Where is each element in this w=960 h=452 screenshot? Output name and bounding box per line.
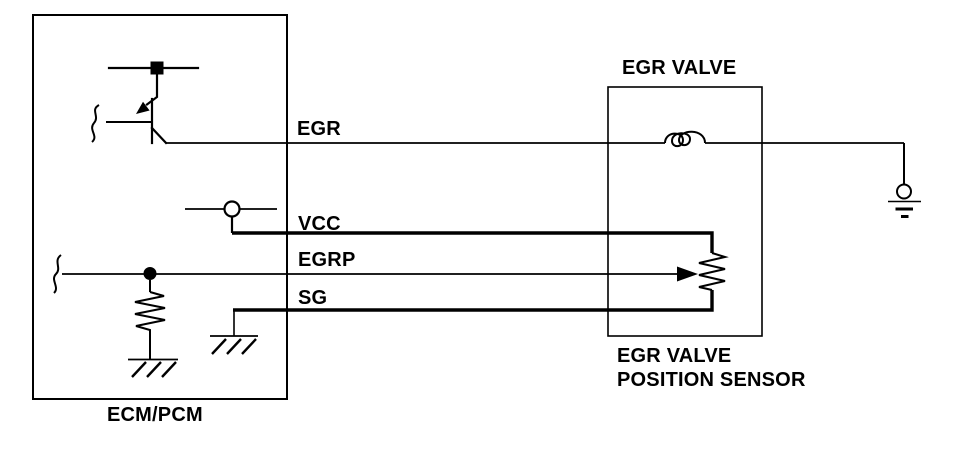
egr-valve-label: EGR VALVE bbox=[622, 57, 737, 79]
wire-label-vcc: VCC bbox=[298, 213, 341, 235]
position-sensor-label-line2: POSITION SENSOR bbox=[617, 369, 806, 391]
collector-arrow-icon bbox=[136, 101, 150, 114]
wire-vcc bbox=[232, 231, 714, 253]
position-sensor-label: EGR VALVE POSITION SENSOR bbox=[617, 344, 806, 392]
egr-valve-box bbox=[607, 86, 763, 337]
potentiometer-icon bbox=[698, 252, 729, 291]
wiper-arrow-icon bbox=[677, 266, 698, 282]
ecm-label: ECM/PCM bbox=[107, 404, 203, 426]
wire-break-icon bbox=[53, 254, 62, 294]
wire-label-sg: SG bbox=[298, 287, 328, 309]
resistor-icon bbox=[134, 280, 166, 359]
transistor-icon bbox=[106, 61, 200, 145]
chassis-ground-icon bbox=[888, 143, 921, 218]
signal-ground-icon bbox=[210, 311, 258, 355]
vcc-source-icon bbox=[185, 200, 277, 233]
wire-break-icon bbox=[91, 104, 100, 143]
wire-sg bbox=[233, 290, 714, 312]
signal-ground-icon bbox=[128, 358, 178, 378]
wire-label-egr: EGR bbox=[297, 118, 341, 140]
wire-label-egrp: EGRP bbox=[298, 249, 356, 271]
junction-dot-icon bbox=[143, 267, 157, 280]
solenoid-coil-icon bbox=[664, 130, 706, 148]
position-sensor-label-line1: EGR VALVE bbox=[617, 345, 732, 367]
ecm-box bbox=[32, 14, 288, 400]
